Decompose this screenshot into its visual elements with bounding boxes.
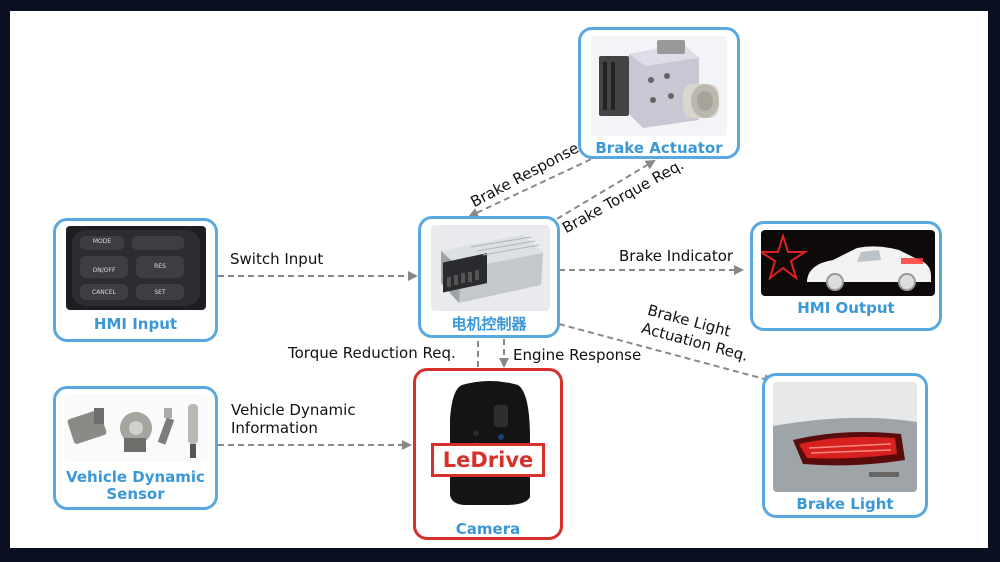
label-vehicle-dynamic-info-line1: Vehicle Dynamic <box>231 401 356 419</box>
node-label-hmi-output: HMI Output <box>797 299 895 317</box>
label-engine-response: Engine Response <box>513 346 642 364</box>
label-switch-input: Switch Input <box>230 250 324 268</box>
hmi-output-image <box>761 230 935 296</box>
node-camera: LeDrive Camera <box>413 368 563 540</box>
node-brake-light: Brake Light <box>762 373 928 518</box>
node-hmi-output: HMI Output <box>750 221 942 331</box>
edge-brake-torque-req <box>539 159 656 230</box>
node-label-camera: Camera <box>455 520 521 538</box>
node-hmi-input: MODE ON/OFF RES CANCEL SET HMI Input <box>53 218 218 342</box>
ledrive-logo: LeDrive <box>431 443 545 477</box>
edge-brake-light-actuation <box>558 323 774 384</box>
edge-brake-response <box>468 154 601 218</box>
node-label-ecu: 电机控制器 <box>451 315 527 333</box>
label-vehicle-dynamic-info-line2: Information <box>231 419 318 437</box>
diagram-canvas: Switch Input Brake Response Brake Torque… <box>10 11 988 548</box>
node-brake-actuator: Brake Actuator <box>578 27 740 159</box>
diagram-edges <box>218 154 774 450</box>
node-ecu: 电机控制器 <box>418 216 560 338</box>
node-label-brake-light: Brake Light <box>796 495 894 513</box>
hmi-input-image: MODE ON/OFF RES CANCEL SET <box>66 226 206 310</box>
hmi-button-res: RES <box>154 263 166 270</box>
node-label-brake-actuator: Brake Actuator <box>595 139 723 157</box>
hmi-button-cancel: CANCEL <box>91 289 117 296</box>
node-label-vehicle-sensor-line1: Vehicle Dynamic <box>66 468 205 486</box>
node-label-vehicle-sensor-line2: Sensor <box>106 485 165 503</box>
node-vehicle-dynamic-sensor: Vehicle Dynamic Sensor <box>53 386 218 510</box>
node-label-hmi-input: HMI Input <box>93 315 178 333</box>
ecu-image <box>431 225 550 311</box>
hmi-button-onoff: ON/OFF <box>92 267 116 274</box>
label-brake-indicator: Brake Indicator <box>619 247 734 265</box>
brake-light-image <box>773 382 917 492</box>
hmi-button-set: SET <box>154 289 166 296</box>
hmi-button-mode: MODE <box>92 238 112 245</box>
label-torque-reduction-req: Torque Reduction Req. <box>288 344 456 362</box>
brake-actuator-image <box>591 36 727 136</box>
vehicle-sensor-image <box>64 394 208 462</box>
